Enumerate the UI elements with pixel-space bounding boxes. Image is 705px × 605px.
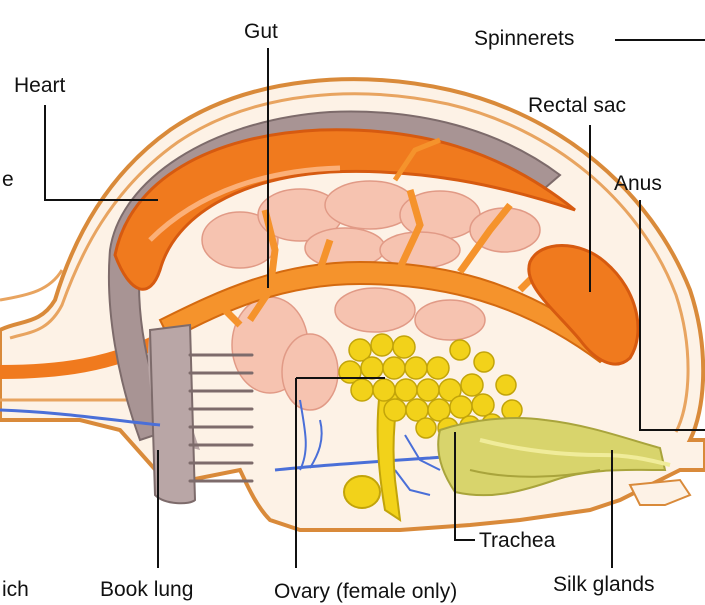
label-partial-left-bottom: ich	[2, 578, 29, 601]
label-heart: Heart	[14, 74, 66, 97]
label-silk-glands: Silk glands	[553, 573, 655, 596]
label-ovary: Ovary (female only)	[274, 580, 457, 603]
label-book-lung: Book lung	[100, 578, 193, 601]
label-anus: Anus	[614, 172, 662, 195]
label-rectal-sac: Rectal sac	[528, 94, 626, 117]
label-trachea: Trachea	[479, 529, 556, 552]
label-spinnerets: Spinnerets	[474, 27, 574, 50]
label-partial-left-top: e	[2, 168, 14, 191]
label-gut: Gut	[244, 20, 278, 43]
